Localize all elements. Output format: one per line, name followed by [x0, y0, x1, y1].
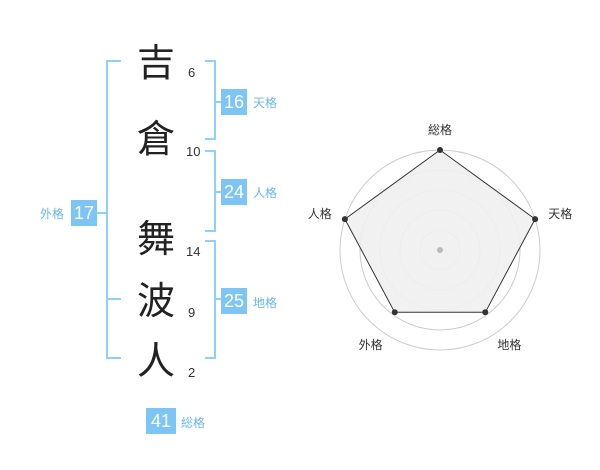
chikaku-badge: 25 — [221, 288, 247, 314]
name-char-1: 吉 — [136, 41, 175, 85]
stroke-count-2: 10 — [186, 144, 201, 159]
name-char-3: 舞 — [136, 217, 175, 261]
radar-point-4 — [341, 216, 348, 223]
radar-polygon — [344, 149, 536, 313]
name-char-4: 波 — [136, 279, 175, 323]
jinkaku-badge: 24 — [221, 179, 247, 205]
name-char-2: 倉 — [136, 117, 175, 161]
axis-label-tenkaku: 天格 — [548, 206, 573, 221]
jinkaku-label: 人格 — [253, 186, 278, 200]
chikaku-label: 地格 — [253, 296, 278, 310]
radar-points — [341, 147, 539, 316]
axis-label-jinkaku: 人格 — [307, 206, 332, 221]
gaikaku-label: 外格 — [40, 207, 65, 221]
stroke-count-1: 6 — [188, 65, 196, 80]
stroke-count-3: 14 — [186, 244, 201, 259]
axis-label-soukaku: 総格 — [428, 123, 453, 137]
radar-shape — [344, 149, 536, 313]
name-char-5: 人 — [136, 339, 175, 383]
radar-center-dot — [437, 247, 443, 253]
radar-point-3 — [391, 309, 398, 316]
radar-point-1 — [532, 216, 539, 223]
soukaku-label: 総格 — [181, 416, 206, 430]
stroke-count-4: 9 — [188, 305, 196, 320]
axis-label-chikaku: 地格 — [497, 338, 522, 353]
tenkaku-badge: 16 — [221, 89, 247, 115]
tenkaku-label: 天格 — [253, 96, 278, 110]
radar-point-2 — [482, 309, 489, 316]
stroke-count-5: 2 — [188, 365, 196, 380]
radar-chart — [339, 147, 541, 351]
soukaku-badge: 41 — [146, 408, 176, 434]
gaikaku-badge: 17 — [71, 200, 97, 226]
radar-point-0 — [437, 147, 443, 153]
axis-label-gaikaku: 外格 — [358, 338, 383, 353]
